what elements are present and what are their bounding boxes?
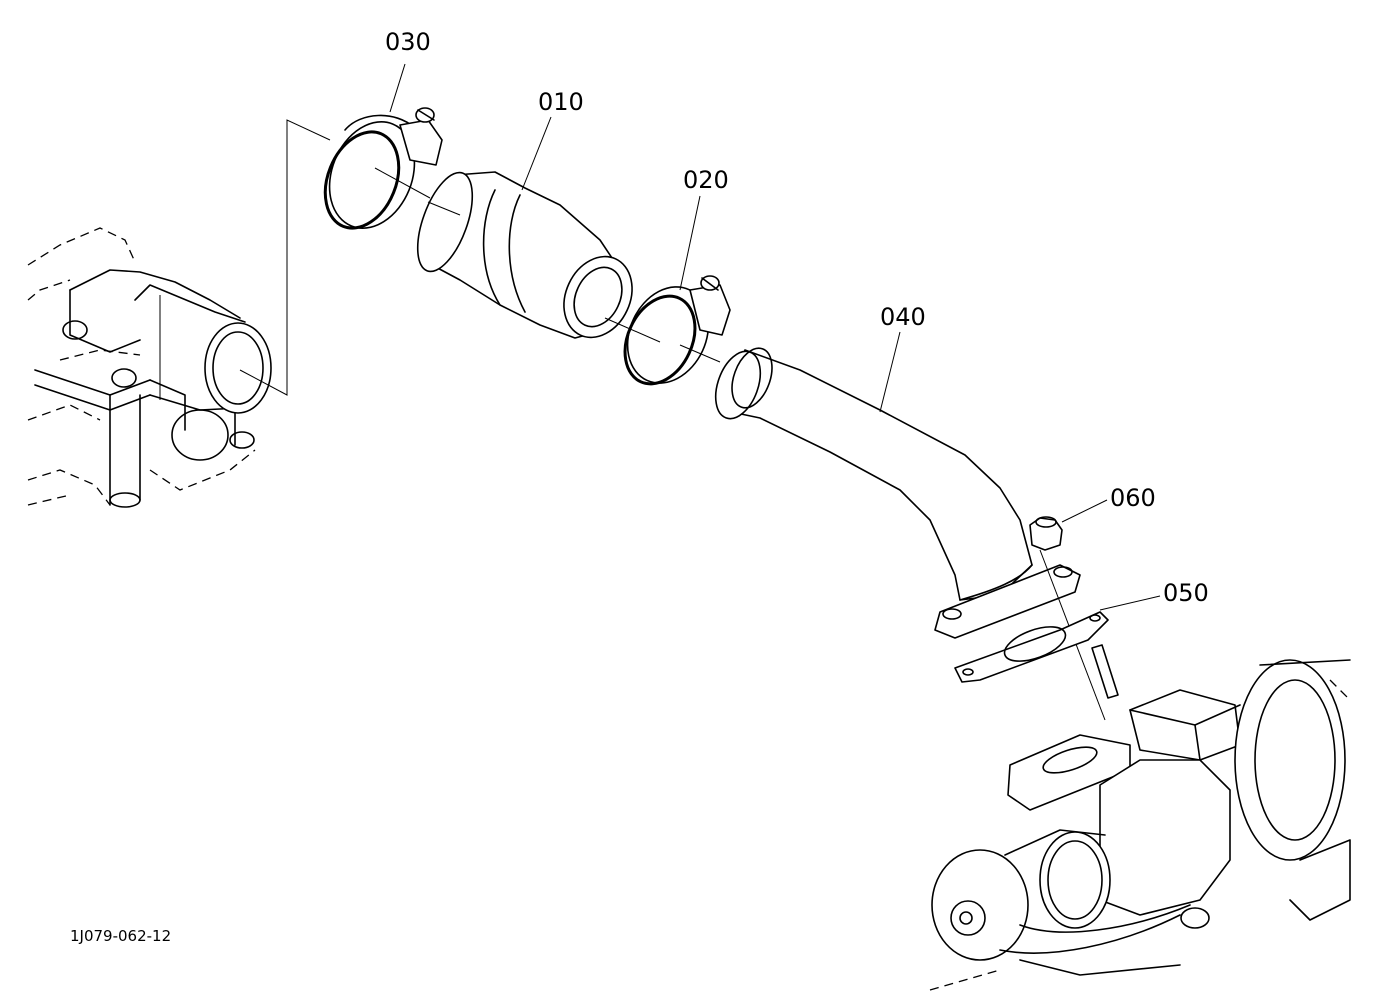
diagram-reference-code: 1J079-062-12 xyxy=(70,927,171,945)
part-label-050: 050 xyxy=(1163,579,1209,607)
reducer-hose-010 xyxy=(416,171,633,339)
part-label-040: 040 xyxy=(880,303,926,331)
part-label-020: 020 xyxy=(683,166,729,194)
part-label-010: 010 xyxy=(538,88,584,116)
part-label-060: 060 xyxy=(1110,484,1156,512)
gasket-050 xyxy=(954,611,1119,699)
callout-leaders xyxy=(389,63,1161,611)
intake-manifold-assembly xyxy=(27,227,272,508)
hose-clamp-020 xyxy=(604,275,731,386)
hose-clamp-030 xyxy=(323,107,443,230)
part-label-030: 030 xyxy=(385,28,431,56)
turbocharger-assembly xyxy=(929,659,1351,991)
pipe-040 xyxy=(714,347,1081,639)
